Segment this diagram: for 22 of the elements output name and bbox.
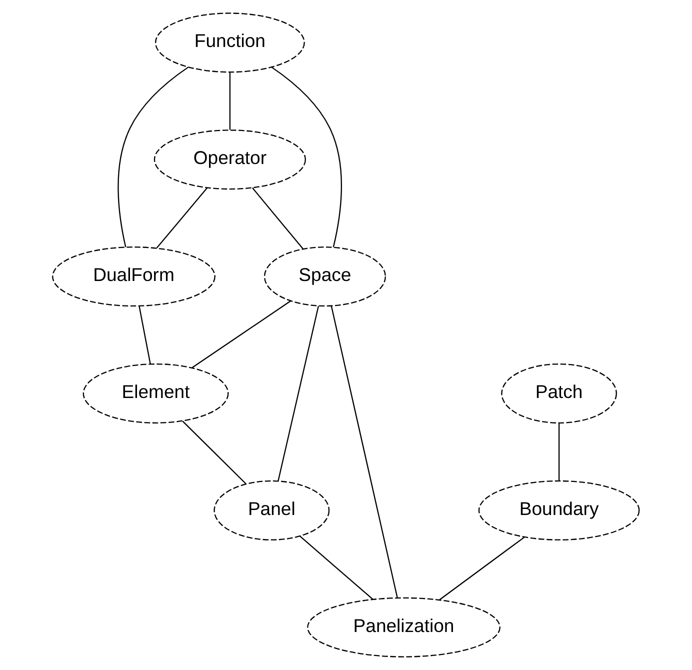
connector <box>271 66 342 248</box>
node-ellipse: Panelization <box>307 597 500 658</box>
connector <box>138 306 151 364</box>
node-ellipse: DualForm <box>52 246 216 307</box>
node-ellipse: Boundary <box>478 480 640 540</box>
node-ellipse: Patch <box>501 363 617 424</box>
connector <box>300 536 374 600</box>
connector <box>229 72 231 130</box>
connector <box>252 188 304 250</box>
connector <box>558 423 560 481</box>
connector <box>330 306 398 598</box>
node-ellipse: Element <box>82 363 229 424</box>
node-ellipse: Space <box>264 246 386 307</box>
node-ellipse: Function <box>154 12 305 73</box>
connector <box>156 188 208 248</box>
node-ellipse: Panel <box>214 480 330 540</box>
connector <box>182 420 247 484</box>
connector <box>439 536 525 600</box>
connector <box>278 306 319 482</box>
connector <box>192 300 292 368</box>
node-ellipse: Operator <box>154 130 306 190</box>
connector <box>118 66 189 248</box>
